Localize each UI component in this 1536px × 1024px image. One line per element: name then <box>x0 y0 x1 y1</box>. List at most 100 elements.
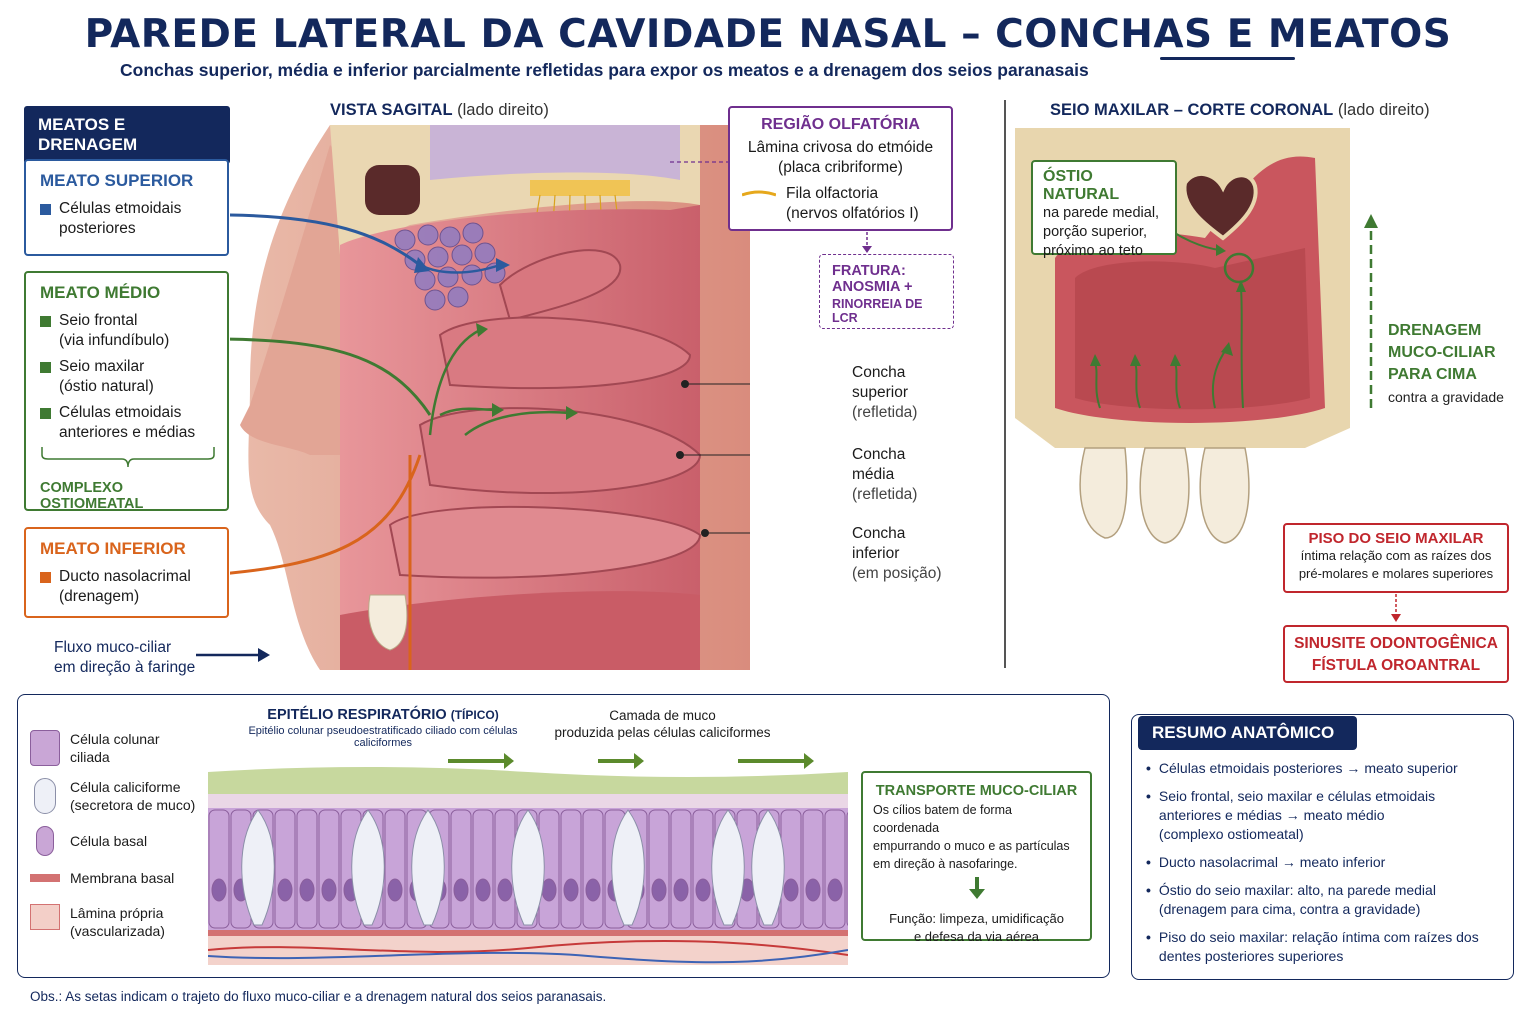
columnar-cell <box>318 809 340 929</box>
summary-text: Seio frontal, seio maxilar e células etm… <box>1158 788 1436 804</box>
dashed-arrow-down-icon <box>862 232 872 253</box>
vertical-divider <box>1004 100 1006 668</box>
meato-medio-item: Seio maxilar(óstio natural) <box>40 357 213 397</box>
columnar-cell <box>560 809 582 929</box>
meato-medio-item: Seio frontal (via infundíbulo) <box>40 311 213 351</box>
summary-text: Ducto nasolacrimal → meato inferior <box>1158 854 1386 870</box>
summary-text: (drenagem para cima, contra a gravidade) <box>1158 901 1421 917</box>
cell-nucleus <box>783 878 799 902</box>
columnar-cell <box>208 809 230 929</box>
summary-text: anteriores e médias → meato médio <box>1158 807 1385 823</box>
meato-medio-box: MEATO MÉDIO Seio frontal (via infundíbulo… <box>24 271 229 512</box>
goblet-cell <box>411 809 445 926</box>
cell-nucleus <box>651 878 667 902</box>
summary-header: RESUMO ANATÔMICO <box>1138 716 1357 750</box>
summary-text: dentes posteriores superiores <box>1158 948 1344 964</box>
footnote: Obs.: As setas indicam o trajeto do flux… <box>30 989 607 1004</box>
cell-nucleus <box>805 878 821 902</box>
meato-inferior-box: MEATO INFERIOR Ducto nasolacrimal(drenag… <box>24 527 229 618</box>
meato-inferior-title: MEATO INFERIOR <box>40 539 186 558</box>
item-text: Ducto nasolacrimal <box>59 568 191 585</box>
columnar-cell <box>582 809 604 929</box>
coronal-title: SEIO MAXILAR – CORTE CORONAL (lado direi… <box>1050 101 1430 119</box>
transport-title: TRANSPORTE MUCO-CILIAR <box>875 783 1078 799</box>
olfactory-title: REGIÃO OLFATÓRIA <box>761 116 920 133</box>
summary-text: Piso do seio maxilar: relação íntima com… <box>1158 929 1479 945</box>
green-square-icon <box>40 408 51 419</box>
item-text: Células etmoidais <box>59 404 182 421</box>
legend-row: Lâmina própria(vascularizada) <box>30 904 210 940</box>
item-text: Seio frontal <box>59 312 138 329</box>
cell-nucleus <box>563 878 579 902</box>
legend-row: Membrana basal <box>30 870 210 886</box>
olfactory-box: REGIÃO OLFATÓRIA Lâmina crivosa do etmói… <box>728 106 953 231</box>
goblet-cell <box>711 809 745 926</box>
columnar-cell <box>824 809 846 929</box>
lamina-icon <box>30 904 60 930</box>
columnar-cell <box>802 809 824 929</box>
cell-nucleus <box>299 878 315 902</box>
columnar-cell <box>450 809 472 929</box>
goblet-cell <box>751 809 785 926</box>
bullet-icon: • <box>1146 854 1151 870</box>
summary-item: • Seio frontal, seio maxilar e células et… <box>1146 787 1506 844</box>
summary-item: •Óstio do seio maxilar: alto, na parede … <box>1146 881 1506 919</box>
coronal-anatomy-drawing <box>1015 128 1350 544</box>
columnar-cell <box>846 811 848 927</box>
meato-superior-box: MEATO SUPERIOR Células etmoidais posterio… <box>24 159 229 256</box>
cell-nucleus <box>453 878 469 902</box>
olfactory-text: Lâmina crivosa do etmóide <box>747 139 934 156</box>
fila-olfactoria: Fila olfactoria(nervos olfatórios I) <box>742 184 939 224</box>
summary-text: Células etmoidais posteriores → meato su… <box>1158 760 1458 776</box>
basal-cell-icon <box>36 826 54 856</box>
cell-nucleus <box>387 878 403 902</box>
summary-panel <box>1131 714 1514 980</box>
cell-nucleus <box>673 878 689 902</box>
green-square-icon <box>40 316 51 327</box>
item-text: posteriores <box>59 220 136 237</box>
page-title: PAREDE LATERAL DA CAVIDADE NASAL – CONCH… <box>84 12 1452 57</box>
blue-square-icon <box>40 204 51 215</box>
sagittal-title: VISTA SAGITAL (lado direito) <box>330 101 549 119</box>
transport-box: TRANSPORTE MUCO-CILIAR Os cílios batem d… <box>861 771 1092 944</box>
bullet-icon: • <box>1146 788 1151 804</box>
membrane-icon <box>30 874 60 882</box>
ostium-text: próximo ao teto <box>1043 243 1143 259</box>
ostium-text: na parede medial, <box>1043 205 1160 221</box>
summary-item: •Piso do seio maxilar: relação íntima co… <box>1146 928 1506 966</box>
cell-nucleus <box>541 878 557 902</box>
olfactory-text: (placa cribriforme) <box>778 159 903 176</box>
ostium-box: ÓSTIO NATURAL na parede medial, porção s… <box>1031 160 1177 259</box>
cell-nucleus <box>497 878 513 902</box>
epithelium-title: EPITÉLIO RESPIRATÓRIO (TÍPICO) Epitélio … <box>248 707 518 749</box>
green-square-icon <box>40 362 51 373</box>
item-text: (via infundíbulo) <box>59 332 170 349</box>
cell-nucleus <box>321 878 337 902</box>
meato-medio-title: MEATO MÉDIO <box>40 283 161 302</box>
cell-nucleus <box>277 878 293 902</box>
summary-text: Óstio do seio maxilar: alto, na parede m… <box>1158 882 1436 898</box>
dashed-arrow-up-icon <box>1364 214 1378 408</box>
columnar-cell <box>274 809 296 929</box>
item-text: (óstio natural) <box>59 378 154 395</box>
cell-nucleus <box>695 878 711 902</box>
item-text: Células etmoidais <box>59 200 182 217</box>
meato-superior-title: MEATO SUPERIOR <box>40 171 194 190</box>
summary-item: •Células etmoidais posteriores → meato s… <box>1146 759 1506 778</box>
olfactory-pointer <box>670 161 728 163</box>
epithelium-drawing <box>208 753 848 965</box>
meato-inferior-item: Ducto nasolacrimal(drenagem) <box>40 567 213 607</box>
dashed-arrow-down-icon <box>1391 594 1401 622</box>
goblet-cell-icon <box>34 778 56 814</box>
summary-list: • Células etmoidais posteriores → meato s… <box>1146 759 1506 975</box>
